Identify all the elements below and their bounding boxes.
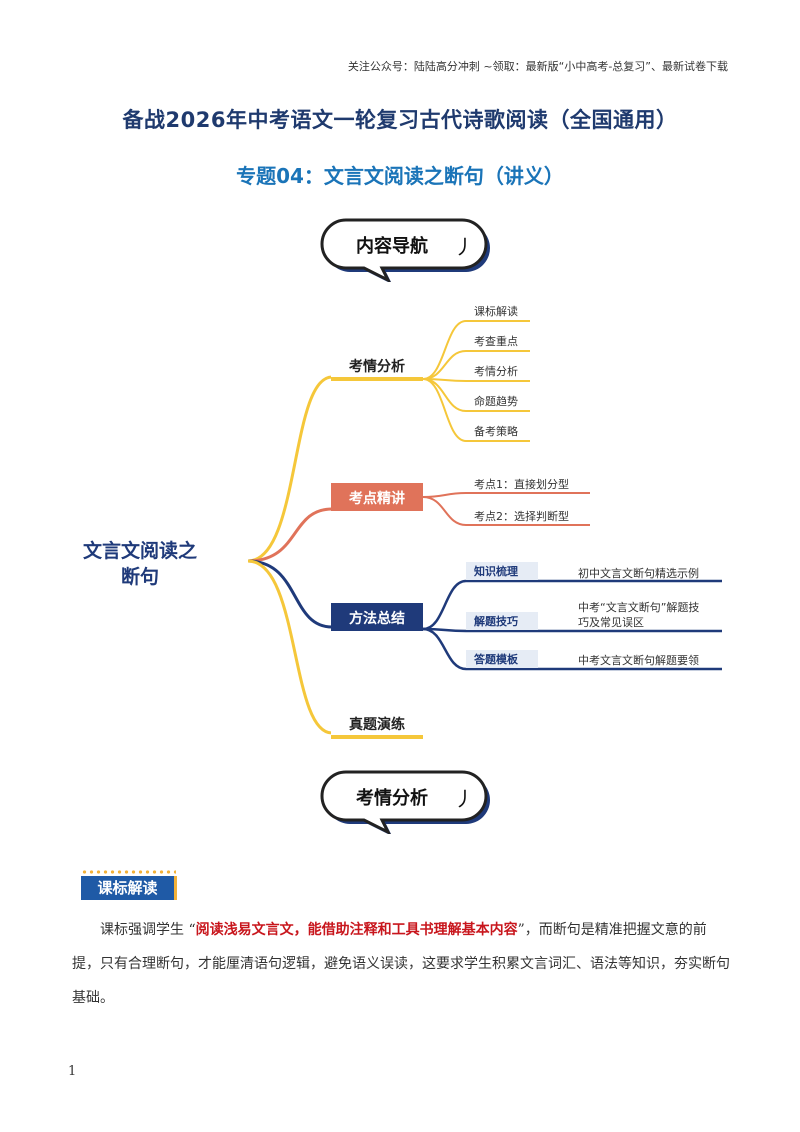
connector-root-ztyl bbox=[247, 559, 333, 735]
section-bubble: 考情分析 丿 bbox=[320, 770, 490, 834]
section-bubble-label: 考情分析 bbox=[356, 787, 428, 809]
branch-ztyl-label: 真题演练 bbox=[349, 716, 405, 733]
section-tag-dots bbox=[81, 868, 176, 876]
branch-kdjj-label: 考点精讲 bbox=[349, 490, 405, 507]
branch-ffzj-label: 方法总结 bbox=[349, 610, 405, 627]
branch-ffzj-box bbox=[331, 603, 423, 631]
mind-map: 文言文阅读之 断句 考情分析 课标解读 考查重点 考情分析 命题趋势 备考策略 … bbox=[83, 304, 722, 739]
branch-ffzj-desc: 中考“文言文断句”解题技 bbox=[578, 600, 699, 614]
branch-kqfx-item: 考查重点 bbox=[474, 334, 518, 348]
branch-kqfx-item: 命题趋势 bbox=[474, 394, 518, 408]
nav-bubble-glyph: 丿 bbox=[454, 235, 474, 259]
nav-bubble: 内容导航 丿 bbox=[320, 218, 490, 282]
para-before: 课标强调学生 “ bbox=[100, 922, 196, 938]
connector-root-ffzj bbox=[247, 559, 333, 629]
branch-ffzj-tag: 知识梳理 bbox=[473, 564, 518, 578]
branch-kdjj-item: 考点1：直接划分型 bbox=[474, 477, 569, 491]
page-number: 1 bbox=[68, 1064, 77, 1079]
header-note: 关注公众号：陆陆高分冲刺 ~领取：最新版“小中高考-总复习”、最新试卷下载 bbox=[347, 60, 728, 73]
branch-kqfx-item: 备考策略 bbox=[474, 424, 518, 438]
para-after: ”，而断句是精准把握文意的前提，只有合理断句，才能厘清语句逻辑，避免语义误读，这… bbox=[72, 922, 730, 1006]
branch-kdjj-box bbox=[331, 483, 423, 511]
branch-ffzj-tag: 解题技巧 bbox=[474, 614, 518, 628]
branch-kqfx-box bbox=[331, 351, 423, 379]
branch-kdjj-item: 考点2：选择判断型 bbox=[474, 509, 569, 523]
branch-kqfx-item: 课标解读 bbox=[474, 304, 518, 318]
section-tag-label: 课标解读 bbox=[81, 876, 177, 900]
para-emphasis: 阅读浅易文言文，能借助注释和工具书理解基本内容 bbox=[195, 922, 518, 938]
branch-kqfx-item: 考情分析 bbox=[474, 364, 518, 378]
section-bubble-glyph: 丿 bbox=[454, 787, 474, 811]
document-subtitle: 专题04：文言文阅读之断句（讲义） bbox=[236, 164, 564, 188]
branch-ffzj-desc: 巧及常见误区 bbox=[578, 616, 644, 629]
connector-root-kqfx bbox=[247, 375, 333, 563]
branch-ffzj-desc: 中考文言文断句解题要领 bbox=[578, 653, 699, 667]
branch-ffzj-desc: 初中文言文断句精选示例 bbox=[578, 566, 699, 580]
section-tag: 课标解读 bbox=[81, 868, 177, 902]
branch-kqfx-label: 考情分析 bbox=[349, 358, 405, 375]
section-paragraph: 课标强调学生 “阅读浅易文言文，能借助注释和工具书理解基本内容”，而断句是精准把… bbox=[72, 913, 732, 1015]
mindmap-root-line2: 断句 bbox=[121, 565, 159, 588]
mindmap-root-line1: 文言文阅读之 bbox=[83, 539, 197, 562]
branch-ffzj-tag: 答题模板 bbox=[474, 652, 519, 666]
document-title: 备战2026年中考语文一轮复习古代诗歌阅读（全国通用） bbox=[122, 108, 678, 132]
nav-bubble-label: 内容导航 bbox=[356, 235, 428, 257]
connector-root-kdjj bbox=[247, 507, 333, 563]
branch-ztyl-box bbox=[331, 709, 423, 737]
